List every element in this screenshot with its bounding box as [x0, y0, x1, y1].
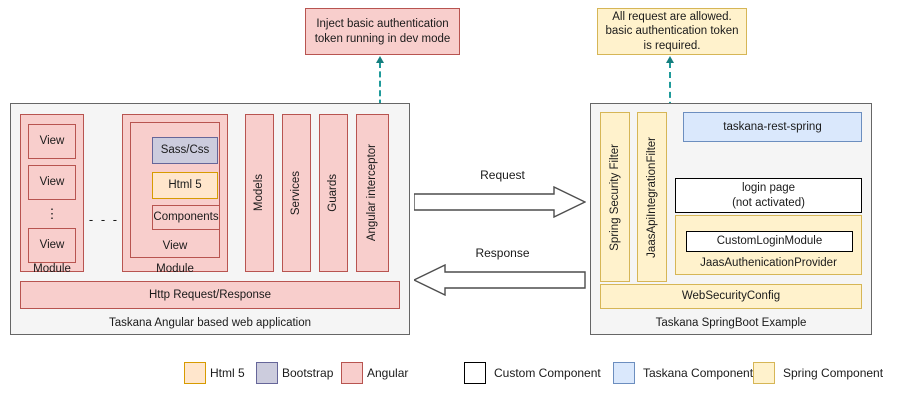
module-b-label: Module — [122, 262, 228, 276]
response-arrow-label: Response — [420, 246, 585, 260]
module-a-view-1-label: View — [39, 135, 65, 148]
legend-label-bootstrap-text: Bootstrap — [282, 366, 334, 380]
request-arrow — [414, 186, 586, 218]
column-guards: Guards — [319, 114, 348, 272]
server-panel-caption-text: Taskana SpringBoot Example — [655, 316, 807, 329]
response-arrow-label-text: Response — [475, 246, 530, 260]
legend-label-taskana-component: Taskana Component — [643, 362, 753, 384]
column-models-label: Models — [253, 174, 266, 212]
module-a-view-2: View — [28, 165, 76, 200]
legend-swatch-spring-component — [753, 362, 775, 384]
module-a-label: Module — [20, 262, 84, 276]
custom-login-module: CustomLoginModule — [686, 231, 853, 252]
column-models: Models — [245, 114, 274, 272]
module-b-layer-components: Components — [152, 205, 220, 230]
legend-label-spring-component-text: Spring Component — [783, 366, 884, 380]
login-page-status: (not activated) — [732, 196, 805, 209]
response-arrow — [414, 264, 586, 296]
module-a-ellipsis: ⋮ — [28, 203, 76, 225]
modules-separator: - - - — [88, 212, 120, 228]
legend-label-custom-component-text: Custom Component — [494, 366, 601, 380]
legend-swatch-html5 — [184, 362, 206, 384]
legend-swatch-bootstrap — [256, 362, 278, 384]
module-a-view-2-label: View — [39, 176, 65, 189]
callout-right-text: All request are allowed. basic authentic… — [605, 10, 739, 52]
filter-jaas-api-integration-label: JaasApiIntegrationFilter — [645, 136, 658, 258]
client-panel-caption-text: Taskana Angular based web application — [108, 316, 312, 329]
filter-spring-security-label: Spring Security Filter — [608, 143, 621, 251]
legend-swatch-angular — [341, 362, 363, 384]
column-guards-label: Guards — [327, 174, 340, 212]
web-security-config: WebSecurityConfig — [600, 284, 862, 309]
legend-label-html5-text: Html 5 — [210, 366, 245, 380]
request-arrow-label: Request — [420, 168, 585, 182]
http-request-response-label: Http Request/Response — [148, 288, 272, 301]
module-b-view-label-text: View — [162, 239, 188, 252]
jaas-authentication-provider-label: JaasAuthenicationProvider — [675, 255, 862, 271]
taskana-rest-spring-box: taskana-rest-spring — [683, 112, 862, 142]
callout-right: All request are allowed. basic authentic… — [597, 8, 747, 55]
legend-label-custom-component: Custom Component — [494, 362, 601, 384]
module-a-view-1: View — [28, 124, 76, 159]
column-services-label: Services — [290, 170, 303, 216]
legend-swatch-custom-component — [464, 362, 486, 384]
module-a-ellipsis-glyph: ⋮ — [45, 205, 59, 221]
legend-label-angular: Angular — [367, 362, 408, 384]
filter-jaas-api-integration: JaasApiIntegrationFilter — [637, 112, 667, 282]
filter-spring-security: Spring Security Filter — [600, 112, 630, 282]
module-b-layer-html5: Html 5 — [152, 172, 218, 199]
module-a-label-text: Module — [33, 262, 71, 275]
legend-label-spring-component: Spring Component — [783, 362, 883, 384]
login-page-box: login page (not activated) — [675, 178, 862, 213]
client-panel-caption: Taskana Angular based web application — [10, 314, 410, 332]
server-panel-caption: Taskana SpringBoot Example — [590, 314, 872, 332]
legend-label-angular-text: Angular — [367, 366, 409, 380]
legend-label-html5: Html 5 — [210, 362, 245, 384]
callout-right-arrowhead — [665, 56, 674, 63]
module-b-layer-sass-css-label: Sass/Css — [160, 144, 210, 157]
module-b-layer-components-label: Components — [153, 211, 219, 224]
callout-left-text: Inject basic authentication token runnin… — [314, 18, 451, 45]
callout-left-connector — [379, 62, 381, 115]
modules-separator-text: - - - — [88, 211, 120, 227]
login-page-label: login page — [741, 182, 796, 195]
column-services: Services — [282, 114, 311, 272]
module-b-view-label: View — [130, 238, 220, 254]
legend-label-taskana-component-text: Taskana Component — [643, 366, 754, 380]
jaas-authentication-provider-label-text: JaasAuthenicationProvider — [700, 256, 837, 269]
callout-left-arrowhead — [375, 56, 384, 63]
legend-label-bootstrap: Bootstrap — [282, 362, 333, 384]
column-angular-interceptor-label: Angular interceptor — [366, 144, 379, 242]
module-b-layer-html5-label: Html 5 — [168, 179, 202, 192]
column-angular-interceptor: Angular interceptor — [356, 114, 389, 272]
web-security-config-label: WebSecurityConfig — [681, 290, 781, 303]
module-a-view-3: View — [28, 228, 76, 263]
module-a-view-3-label: View — [39, 239, 65, 252]
legend-swatch-taskana-component — [613, 362, 635, 384]
callout-left: Inject basic authentication token runnin… — [305, 8, 460, 55]
taskana-rest-spring-label: taskana-rest-spring — [723, 120, 822, 133]
custom-login-module-label: CustomLoginModule — [716, 235, 823, 248]
request-arrow-label-text: Request — [480, 168, 525, 182]
module-b-layer-sass-css: Sass/Css — [152, 137, 218, 164]
http-request-response-bar: Http Request/Response — [20, 281, 400, 309]
module-b-label-text: Module — [156, 262, 194, 275]
